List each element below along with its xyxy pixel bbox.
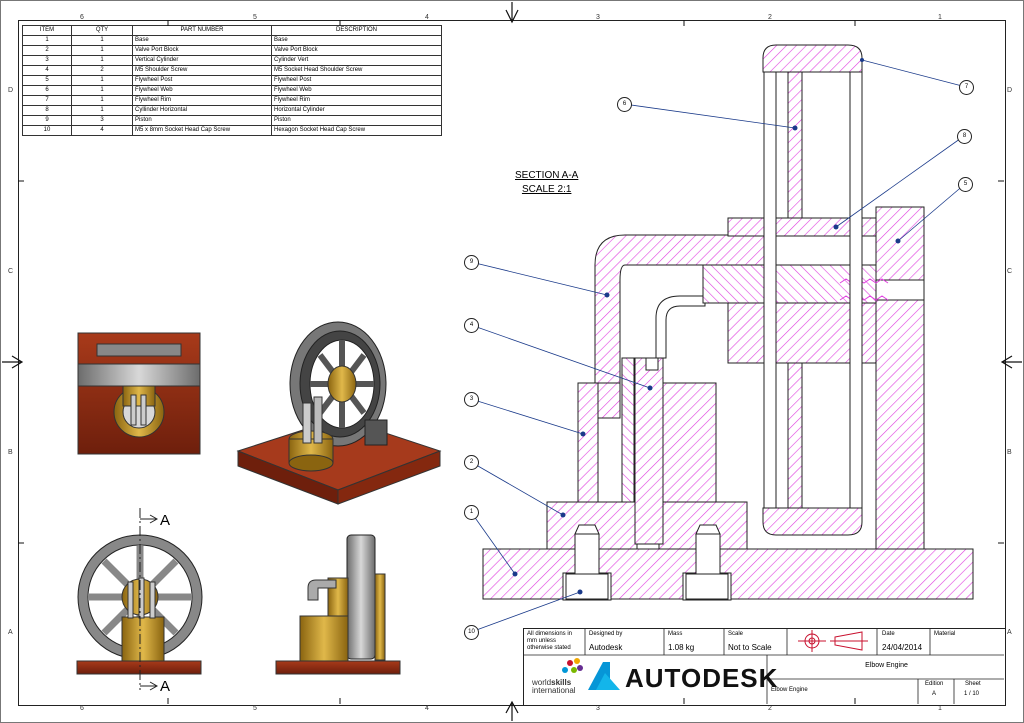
flywheel-post-section (875, 299, 925, 550)
projection-symbol-icon (798, 630, 868, 652)
zone-row-left: B (8, 449, 13, 456)
balloon-2: 2 (464, 455, 479, 470)
isometric-view-render (236, 321, 442, 505)
leader-dots (512, 58, 901, 595)
zone-row-left: A (8, 629, 13, 636)
balloon-4: 4 (464, 318, 479, 333)
balloon-8: 8 (957, 129, 972, 144)
worldskills-word3: international (532, 686, 576, 695)
zone-col-top: 6 (80, 14, 84, 21)
date-value: 24/04/2014 (882, 643, 923, 652)
zone-row-left: D (8, 87, 14, 94)
zone-row-right: C (1007, 268, 1013, 275)
center-mark-right-icon (1000, 355, 1022, 369)
balloon-9: 9 (464, 255, 479, 270)
balloon-1: 1 (464, 505, 479, 520)
section-marker-top: A (160, 512, 171, 529)
worldskills-wordmark: worldskills international (532, 679, 576, 695)
designed-by-value: Autodesk (589, 643, 623, 652)
zone-row-right: A (1007, 629, 1012, 636)
zone-col-top: 3 (596, 14, 600, 21)
flywheel-web-left (763, 71, 777, 509)
center-mark-top-icon (505, 2, 519, 24)
zone-row-right: D (1007, 87, 1013, 94)
edition-label: Edition (925, 681, 944, 687)
center-mark-bottom-icon (505, 700, 519, 721)
flywheel-rim-bottom (762, 507, 863, 536)
section-scale: SCALE 2:1 (521, 184, 572, 195)
zone-col-bottom: 3 (596, 705, 600, 712)
balloon-5: 5 (958, 177, 973, 192)
scale-value: Not to Scale (728, 643, 772, 652)
port-pipe (655, 295, 706, 359)
dims-note: All dimensions in mm unless otherwise st… (527, 631, 573, 651)
leader-lines (470, 59, 967, 633)
zone-col-bottom: 4 (425, 705, 429, 712)
mass-label: Mass (668, 631, 683, 637)
zone-col-bottom: 5 (253, 705, 257, 712)
screw-left (565, 524, 609, 600)
autodesk-logo-icon (588, 662, 620, 690)
flywheel-post-top (875, 206, 925, 281)
balloon-7: 7 (959, 80, 974, 95)
autodesk-wordmark: AUTODESK (625, 663, 779, 693)
zone-col-bottom: 2 (768, 705, 772, 712)
section-marker-bottom: A (160, 678, 171, 695)
zone-row-left: C (8, 268, 14, 275)
section-title: SECTION A-A SCALE 2:1 (515, 169, 578, 197)
zone-col-top: 2 (768, 14, 772, 21)
balloon-3: 3 (464, 392, 479, 407)
worldskills-logo-icon (562, 658, 583, 673)
side-view-render (275, 534, 401, 675)
title-block-grid (523, 628, 1004, 704)
drawing-title: Elbow Engine (865, 662, 908, 669)
front-view-render (76, 508, 203, 691)
top-view-render (77, 332, 201, 455)
zone-col-top: 1 (938, 14, 942, 21)
balloon-10: 10 (464, 625, 479, 640)
scale-label: Scale (728, 631, 744, 637)
vertical-cylinder-right (662, 382, 717, 503)
material-label: Material (934, 631, 956, 637)
designed-by-label: Designed by (589, 631, 623, 637)
worldskills-word2: skills (551, 678, 572, 687)
sheet-label: Sheet (965, 681, 981, 687)
worldskills-word1: world (532, 678, 552, 687)
zone-col-top: 4 (425, 14, 429, 21)
zone-row-right: B (1007, 449, 1012, 456)
flywheel-web-section (787, 71, 803, 219)
title-block: All dimensions in mm unless otherwise st… (523, 628, 1006, 706)
part-name: Elbow Engine (771, 687, 808, 693)
date-label: Date (882, 631, 895, 637)
bom-description: Hexagon Socket Head Cap Screw (271, 125, 442, 136)
screw-right (685, 524, 729, 600)
vertical-cylinder-left (577, 382, 599, 503)
zone-col-bottom: 6 (80, 705, 84, 712)
vertical-cylinder-wall (621, 357, 635, 503)
zone-col-bottom: 1 (938, 705, 942, 712)
section-label: SECTION A-A (515, 170, 579, 181)
sheet-value: 1 / 10 (964, 691, 980, 697)
zone-col-top: 5 (253, 14, 257, 21)
zone-ticks (18, 20, 1004, 704)
mass-value: 1.08 kg (668, 643, 695, 652)
center-mark-left-icon (2, 355, 24, 369)
edition-value: A (932, 691, 937, 697)
section-view (482, 44, 974, 601)
balloon-6: 6 (617, 97, 632, 112)
flywheel-rim-top (762, 44, 863, 73)
